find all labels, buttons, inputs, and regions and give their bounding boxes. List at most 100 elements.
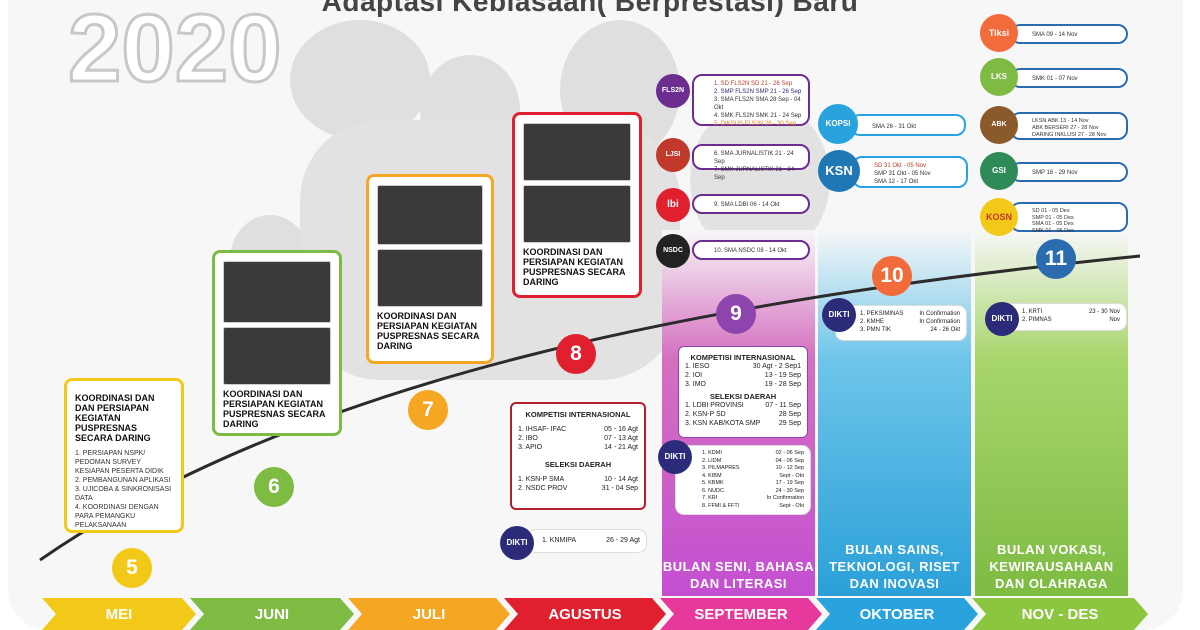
node-number: 8: [570, 342, 582, 365]
month-oktober[interactable]: OKTOBER: [859, 606, 935, 623]
pill-line: 1. SD FLS2N SD 21 - 26 Sep: [714, 81, 793, 87]
timeline-node-8[interactable]: 8: [556, 334, 596, 374]
dikti-badge: DIKTI: [500, 526, 534, 560]
ksn-pill: SD 31 Okt - 05 Nov SMP 31 Okt - 05 Nov S…: [852, 156, 968, 188]
comp-name: 2. NSDC PROV: [518, 485, 568, 492]
pill-line: 10. SMA NSDC 08 - 14 Okt: [714, 248, 787, 254]
timeline-node-9[interactable]: 9: [716, 294, 756, 334]
comp-date: 29 Sep: [778, 420, 801, 427]
ldbi-pill: 9. SMA LDBI 06 - 14 Okt: [692, 194, 810, 214]
comp-name: 1. IESO: [685, 363, 710, 370]
node-number: 11: [1044, 247, 1068, 270]
band-label-oktober: BULAN SAINS, TEKNOLOGI, RISET DAN INOVAS…: [829, 542, 960, 591]
dikti-date: 02 - 06 Sep: [775, 450, 804, 456]
meeting-screenshot: [523, 123, 631, 181]
timeline-node-5[interactable]: 5: [112, 548, 152, 588]
comp-heading: SELEKSI DAERAH: [709, 392, 777, 401]
kosn-pill: SD 01 - 05 Des SMP 01 - 05 Des SMA 01 - …: [1010, 202, 1128, 234]
card-juni: KOORDINASI DAN PERSIAPAN KEGIATAN PUSPRE…: [212, 250, 342, 436]
dikti-date: 26 - 29 Agt: [606, 537, 640, 544]
comp-date: 14 - 21 Agt: [604, 444, 638, 451]
comp-heading: KOMPETISI INTERNASIONAL: [690, 353, 796, 362]
timeline-node-10[interactable]: 10: [872, 256, 912, 296]
meeting-screenshot: [223, 327, 331, 385]
month-juni[interactable]: JUNI: [254, 606, 290, 623]
card-juli: KOORDINASI DAN PERSIAPAN KEGIATAN PUSPRE…: [366, 174, 494, 364]
ksn-icon: KSN: [818, 150, 860, 192]
timeline-node-11[interactable]: 11: [1036, 239, 1076, 279]
pill-line: 9. SMA LDBI 06 - 14 Okt: [714, 202, 780, 208]
card-mei-list: 1. PERSIAPAN NSPK/ PEDOMAN SURVEY KESIAP…: [75, 449, 173, 530]
meeting-screenshot: [377, 185, 483, 245]
dikti-date: Sept - Okt: [779, 502, 804, 509]
comp-row: 3. KSN KAB/KOTA SMP 29 Sep: [685, 419, 801, 428]
comp-date: 07 - 13 Agt: [604, 435, 638, 442]
month-novdes[interactable]: NOV - DES: [1021, 606, 1099, 623]
dikti-date: In Confirmation: [919, 311, 960, 317]
dikti-date: 23 - 30 Nov: [1088, 309, 1120, 315]
pill-line: SMA 01 - 05 Des: [1032, 221, 1074, 227]
comp-date: 07 - 11 Sep: [765, 402, 801, 409]
node-number: 5: [126, 556, 138, 579]
month-agustus[interactable]: AGUSTUS: [548, 606, 622, 623]
node-number: 7: [422, 398, 434, 421]
dikti-item: 1. KRTI: [1022, 309, 1043, 315]
gsi-pill: SMP 16 - 29 Nov: [1010, 162, 1128, 182]
lks-pill: SMK 01 - 07 Nov: [1010, 68, 1128, 88]
kopsi-pill: SMA 26 - 31 Okt: [850, 114, 966, 136]
meeting-screenshot: [377, 249, 483, 307]
comp-name: 3. IMO: [685, 381, 707, 388]
nsdc-pill: 10. SMA NSDC 08 - 14 Okt: [692, 240, 810, 260]
pill-line: DARING INKLUSI 27 - 28 Nov: [1032, 132, 1107, 138]
pill-line: SMA 09 - 14 Nov: [1032, 32, 1078, 38]
gsi-icon: GSI: [980, 152, 1018, 190]
dikti-date: In Confirmation: [766, 495, 804, 501]
comp-name: 3. KSN KAB/KOTA SMP: [685, 420, 761, 427]
pill-line: 4. SMK FLS2N SMK 21 - 24 Sep: [714, 113, 802, 119]
timeline-node-7[interactable]: 7: [408, 390, 448, 430]
lks-icon: LKS: [980, 58, 1018, 96]
card-mei-title: KOORDINASI DAN DAN PERSIAPAN KEGIATAN PU…: [75, 393, 155, 443]
month-september[interactable]: SEPTEMBER: [694, 606, 788, 623]
jurnalistik-icon: LJSI: [656, 138, 690, 172]
kosn-icon: KOSN: [980, 198, 1018, 236]
tiksi-pill: SMA 09 - 14 Nov: [1010, 24, 1128, 44]
tiksi-icon: Tiksi: [980, 14, 1018, 52]
dikti-item: 5. KBMK: [702, 480, 724, 486]
pill-line: 7. SMK JURNALISTIK 21 - 24 Sep: [714, 167, 795, 181]
comp-date: 13 - 19 Sep: [764, 372, 801, 379]
kopsi-icon: KOPSI: [818, 104, 858, 144]
pill-line: 2. SMP FLS2N SMP 21 - 26 Sep: [714, 89, 802, 95]
dikti-badge: DIKTI: [822, 298, 856, 332]
card-mei-item: 3. UJICOBA & SINKRONISASI DATA: [75, 486, 172, 502]
dikti-date: In Confirmation: [919, 319, 960, 325]
comp-date: 31 - 04 Sep: [601, 485, 638, 492]
dikti-date: 24 - 30 Sep: [775, 487, 804, 494]
pill-line: 6. SMA JURNALISTIK 21 - 24 Sep: [714, 151, 794, 165]
card-mei: KOORDINASI DAN DAN PERSIAPAN KEGIATAN PU…: [64, 378, 184, 533]
card-agustus-title: KOORDINASI DAN PERSIAPAN KEGIATAN PUSPRE…: [523, 247, 626, 287]
month-juli[interactable]: JULI: [412, 606, 446, 623]
meeting-screenshot: [523, 185, 631, 243]
dikti-date: 04 - 06 Sep: [775, 457, 804, 464]
dikti-item: 1. PEKSIMINAS: [860, 311, 904, 317]
meeting-screenshot: [223, 261, 331, 323]
comp-name: 3. APIO: [518, 444, 543, 451]
timeline-node-6[interactable]: 6: [254, 467, 294, 507]
band-label-novdes: BULAN VOKASI, KEWIRAUSAHAAN DAN OLAHRAGA: [989, 542, 1114, 591]
month-mei[interactable]: MEI: [105, 606, 133, 623]
card-juni-title: KOORDINASI DAN PERSIAPAN KEGIATAN PUSPRE…: [223, 389, 326, 429]
pill-line: SMK 01 - 05 Des: [1032, 227, 1074, 234]
